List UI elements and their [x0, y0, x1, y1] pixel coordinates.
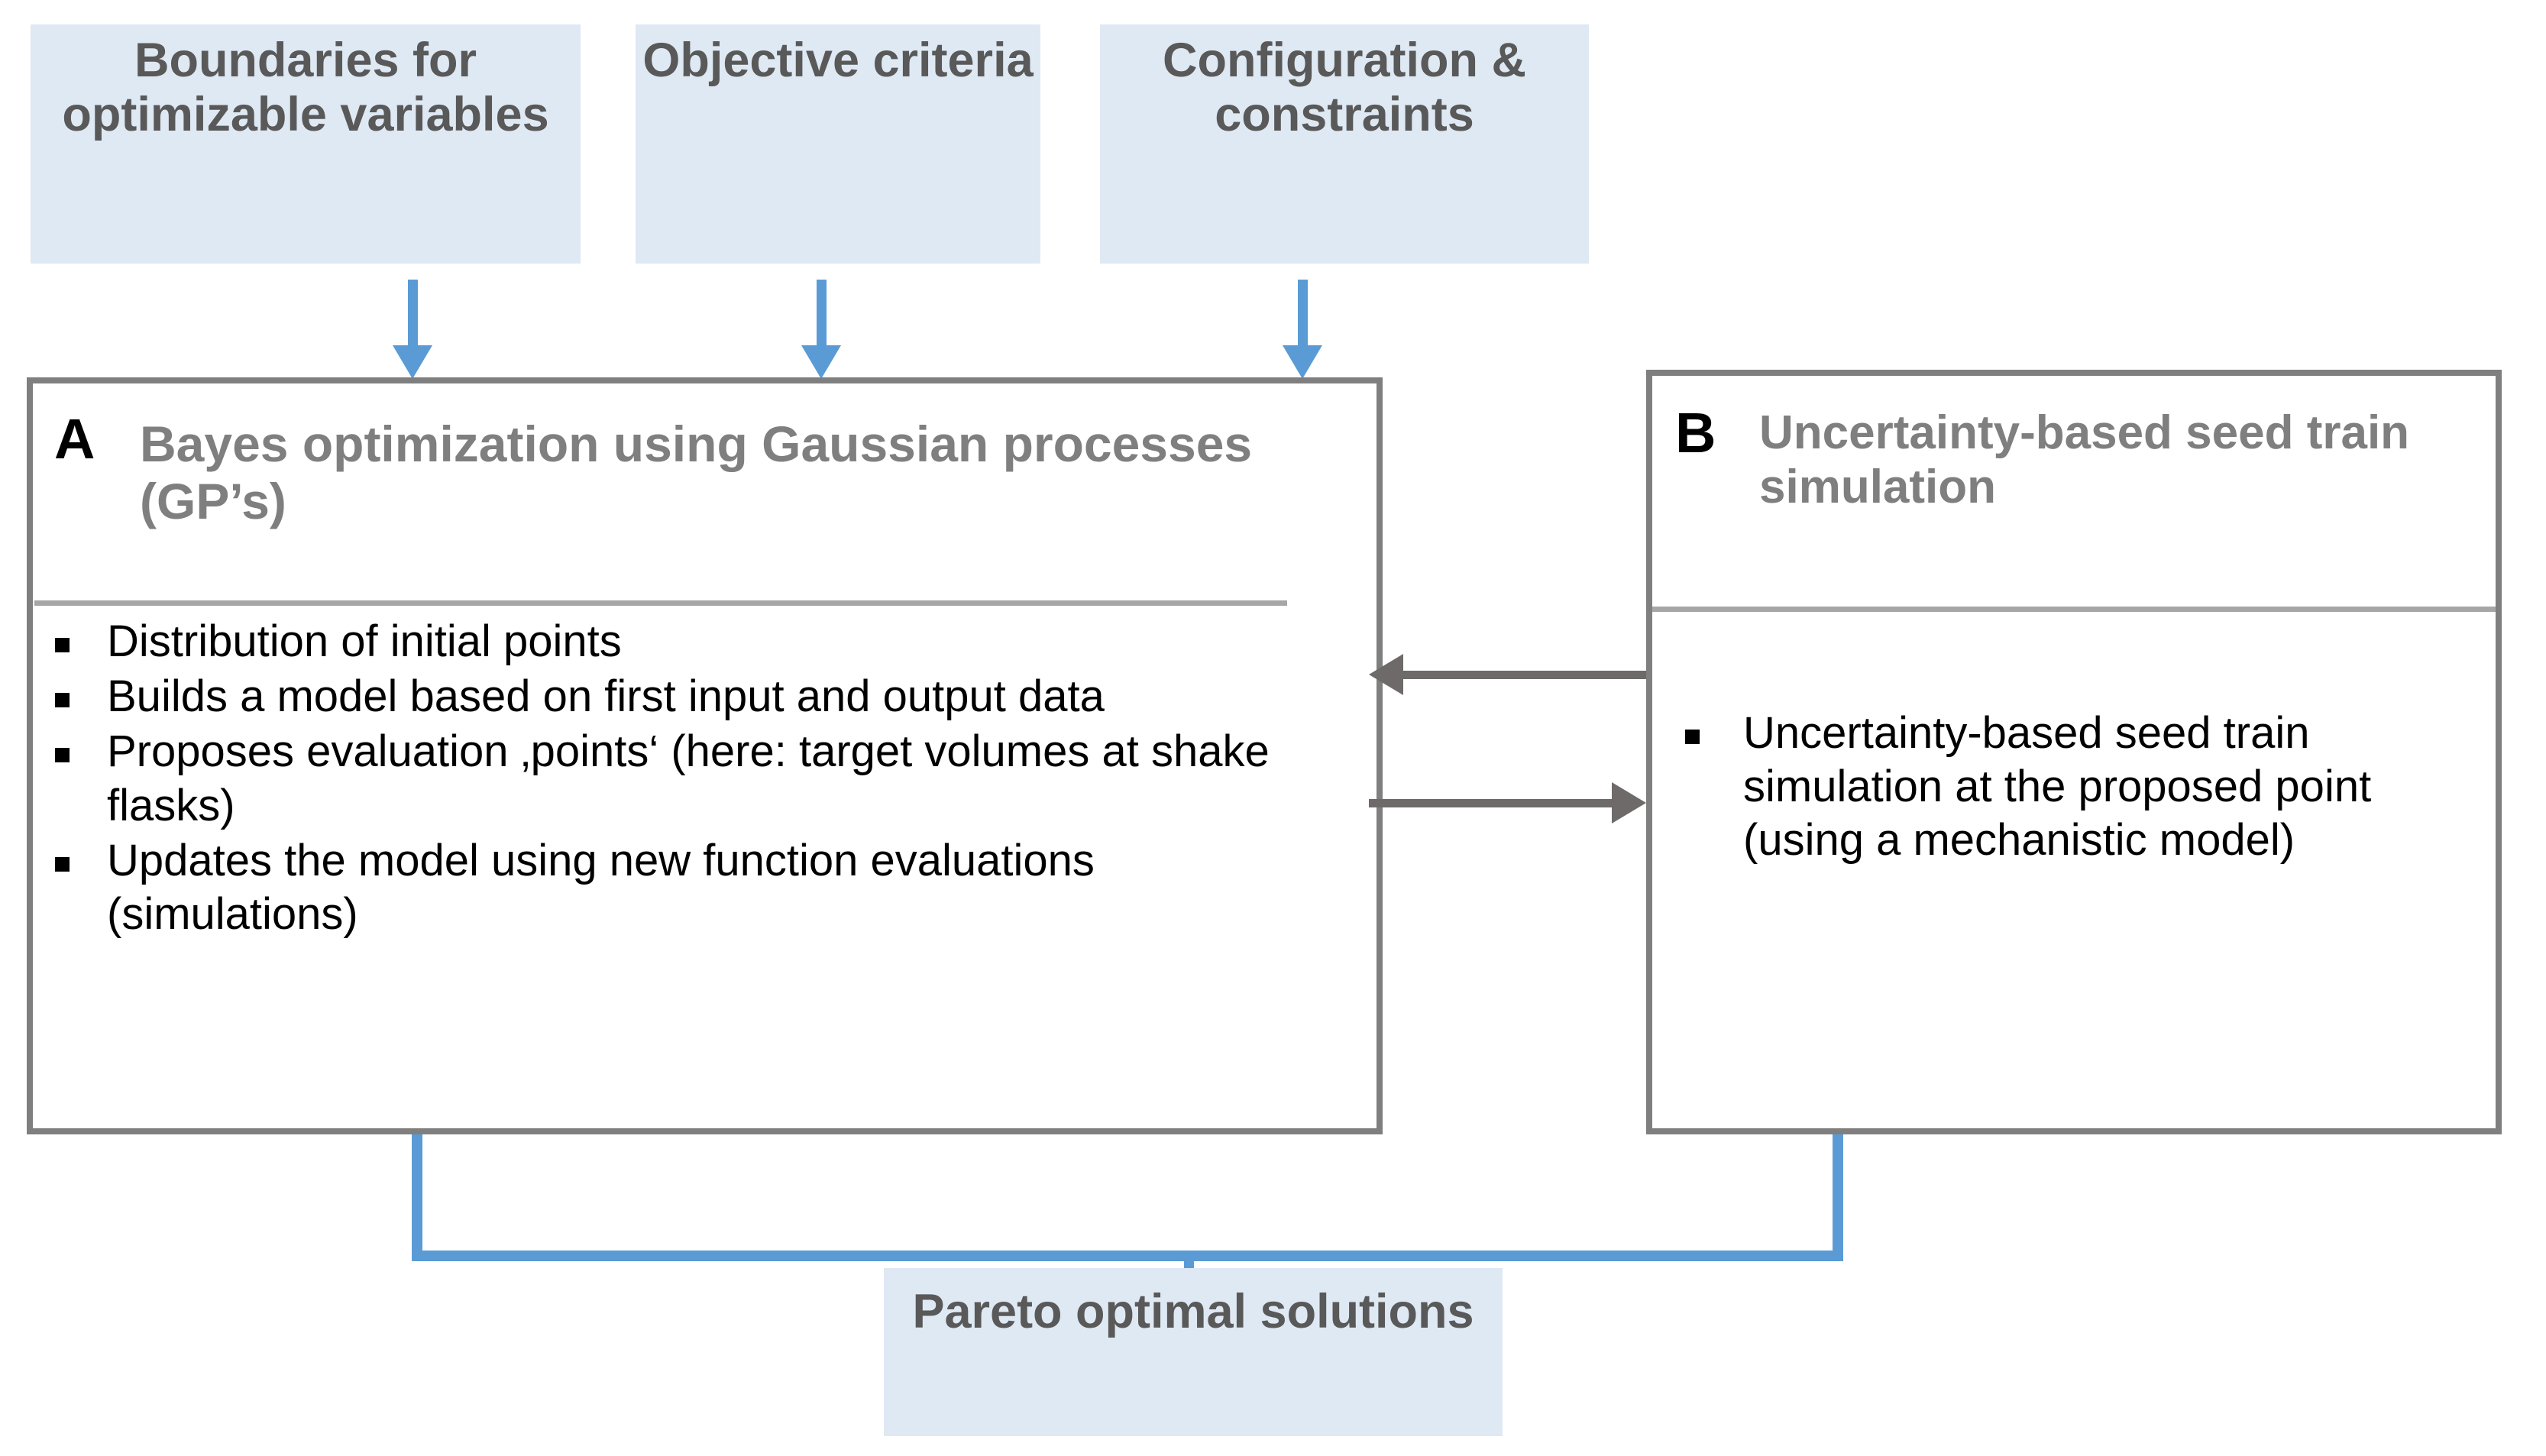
panel-seed-train-simulation: B Uncertainty-based seed train simulatio… — [1646, 370, 2502, 1134]
arrow-left-icon-shaft — [1402, 671, 1646, 679]
panel-b-header: B Uncertainty-based seed train simulatio… — [1652, 376, 2496, 613]
connector-panel-a-down — [412, 1134, 422, 1261]
list-item: Builds a model based on first input and … — [46, 670, 1299, 723]
list-item: Proposes evaluation ‚points‘ (here: targ… — [46, 725, 1299, 832]
panel-b-title: Uncertainty-based seed train simulation — [1759, 406, 2410, 513]
input-box-objective-label: Objective criteria — [642, 34, 1034, 87]
connector-panel-b-down — [1833, 1134, 1843, 1261]
arrow-down-icon-objective-head — [801, 345, 841, 379]
arrow-down-icon-configuration-head — [1283, 345, 1322, 379]
output-box-pareto-label: Pareto optimal solutions — [912, 1285, 1474, 1338]
arrow-down-icon-boundaries-head — [393, 345, 432, 379]
panel-b-divider — [1652, 607, 2496, 612]
arrow-down-icon-boundaries-shaft — [408, 280, 418, 364]
panel-bayes-optimization: A Bayes optimization using Gaussian proc… — [27, 377, 1383, 1134]
panel-a-bullet-list: Distribution of initial points Builds a … — [46, 615, 1299, 943]
panel-a-divider — [34, 600, 1287, 606]
arrow-left-icon-head — [1369, 654, 1403, 695]
arrow-down-icon-objective-shaft — [817, 280, 827, 364]
panel-b-bullet-list: Uncertainty-based seed train simulation … — [1674, 707, 2461, 868]
panel-b-letter: B — [1675, 401, 1716, 464]
list-item: Distribution of initial points — [46, 615, 1299, 668]
input-box-objective: Objective criteria — [636, 24, 1040, 264]
panel-a-title: Bayes optimization using Gaussian proces… — [140, 416, 1253, 530]
arrow-down-icon-configuration-shaft — [1298, 280, 1308, 364]
input-box-configuration: Configuration & constraints — [1100, 24, 1589, 264]
list-item: Uncertainty-based seed train simulation … — [1674, 707, 2461, 868]
output-box-pareto: Pareto optimal solutions — [884, 1268, 1503, 1436]
arrow-right-icon-shaft — [1369, 799, 1613, 807]
panel-a-header: A Bayes optimization using Gaussian proc… — [33, 383, 1377, 603]
arrow-right-icon-head — [1612, 782, 1646, 823]
list-item: Updates the model using new function eva… — [46, 834, 1299, 941]
input-box-configuration-label: Configuration & constraints — [1163, 34, 1526, 141]
panel-a-letter: A — [54, 407, 95, 471]
input-box-boundaries-label: Boundaries for optimizable variables — [62, 34, 549, 141]
input-box-boundaries: Boundaries for optimizable variables — [31, 24, 581, 264]
connector-merge-horizontal — [412, 1251, 1843, 1261]
